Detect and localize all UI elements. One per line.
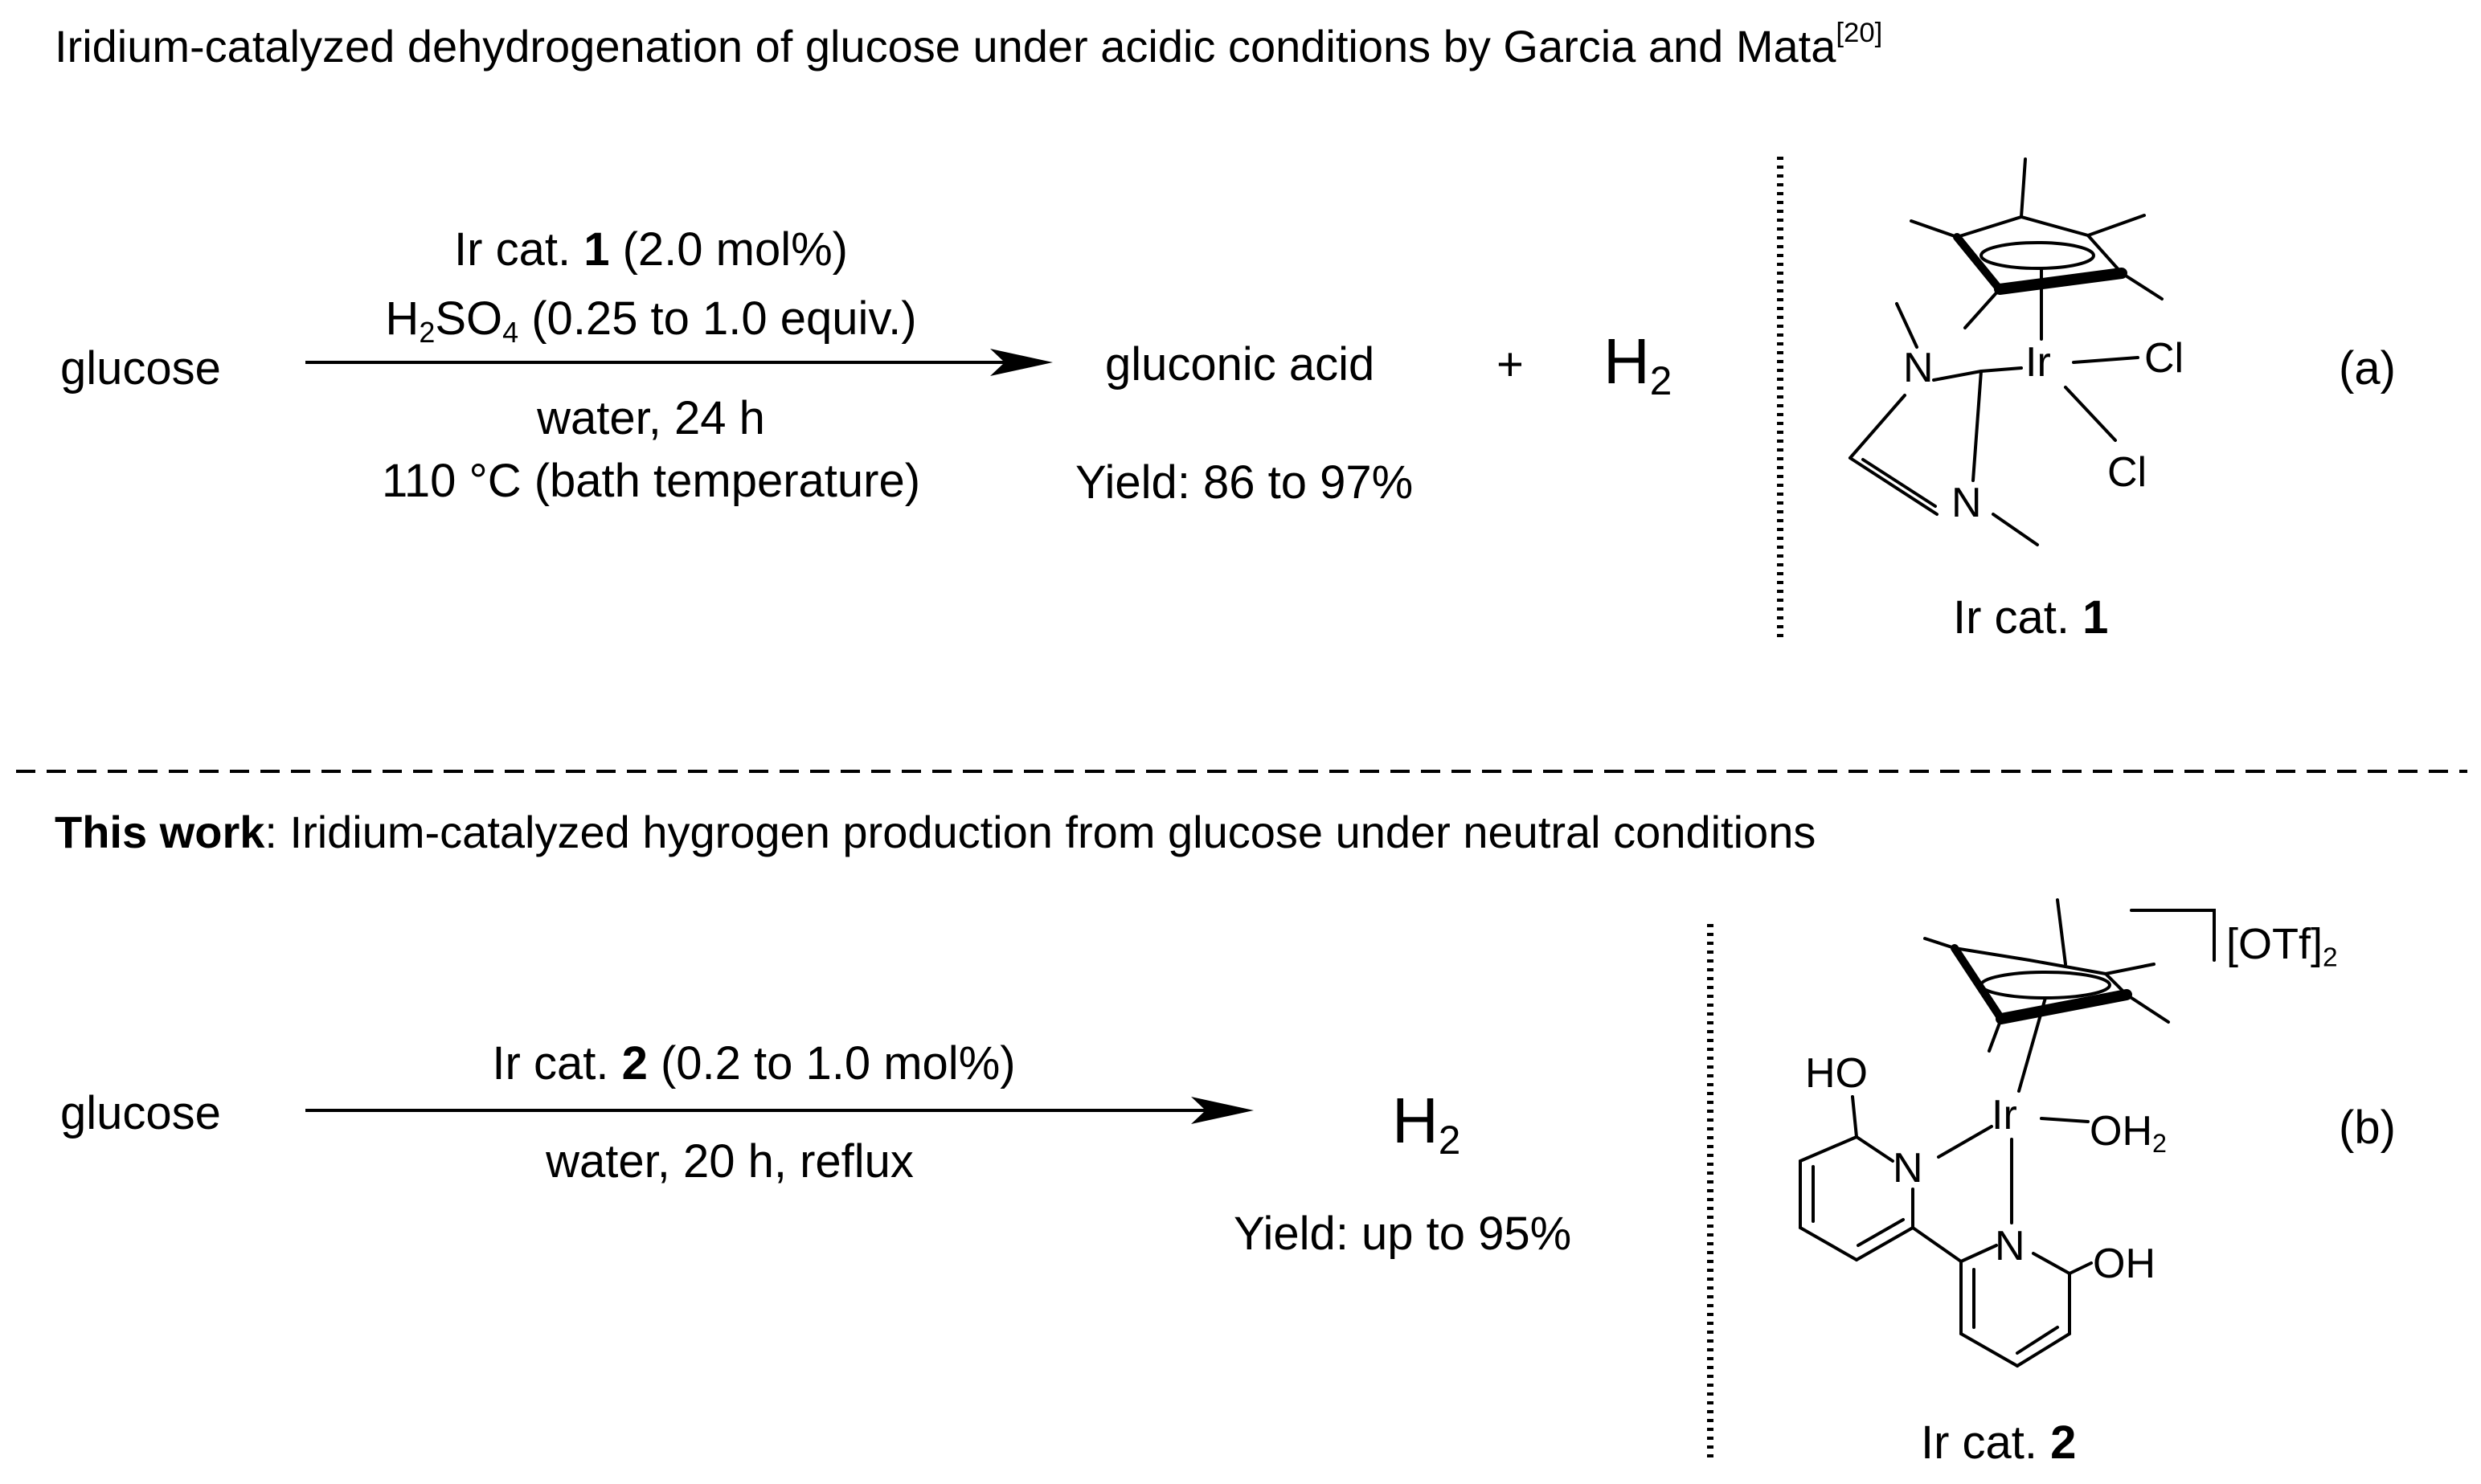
cat2-n-upper: N	[1893, 1145, 1923, 1192]
cat2-methyl-3	[2104, 963, 2156, 975]
cat2-methyl-1	[2056, 898, 2067, 966]
cat2-cp-wedge-front	[1996, 989, 2132, 1024]
cat1-cp-inner-ring	[1979, 241, 2095, 270]
scheme-a-condition-temperature: 110 °C (bath temperature)	[381, 455, 921, 507]
scheme-a-label: (a)	[2339, 342, 2396, 395]
cat2-cp-wedge-left	[1951, 944, 2005, 1023]
cat1-n-methyl-bottom	[1992, 513, 2039, 546]
cat2-hydroxy-top: HO	[1805, 1050, 1868, 1097]
cat1-n-top: N	[1903, 345, 1934, 391]
cat2-aqua-ligand: OH2	[2090, 1108, 2167, 1159]
cat2-pyridine-a-bond-5	[1799, 1226, 1858, 1261]
cat2-pyridine-a-bond-2	[1851, 1095, 1858, 1139]
scheme-b-reaction-arrow	[305, 1097, 1254, 1124]
cat2-cp-ir-bond	[2017, 996, 2047, 1093]
cat2-pyridine-a-bond-3	[1799, 1135, 1858, 1163]
catalyst-number: 1	[583, 223, 610, 276]
cat1-methyl-2	[1910, 219, 1959, 239]
scheme-b-hydrogen: H2	[1392, 1085, 1461, 1163]
cat2-methyl-2	[1923, 937, 1956, 950]
cat1-cp-wedge-front	[1994, 268, 2127, 295]
cat1-iridium: Ir	[2025, 339, 2051, 386]
scheme-a-product: gluconic acid	[1105, 338, 1375, 390]
cat2-cp-inner-ring	[1979, 971, 2111, 1000]
cat2-pyridine-a-bond-1	[1855, 1135, 1894, 1163]
cat1-n-bottom: N	[1951, 480, 1982, 526]
cat2-methyl-4	[2125, 993, 2170, 1024]
scheme-a-yield: Yield: 86 to 97%	[1075, 456, 1414, 509]
scheme-b-reactant: glucose	[60, 1087, 221, 1139]
cat1-ir-cl-bond-2	[2064, 386, 2117, 442]
cat1-nhc-bond-4	[1848, 456, 1939, 516]
cat2-methyl-5	[1988, 1017, 2003, 1053]
scheme-a-condition-solvent: water, 24 h	[537, 392, 765, 444]
cat1-n-methyl-top	[1895, 302, 1918, 349]
cat1-ir-carbene-bond	[1979, 366, 2023, 373]
cat2-pyridine-b-bond-2	[2032, 1252, 2071, 1275]
scheme-a-condition-catalyst: Ir cat. 1 (2.0 mol%)	[454, 223, 848, 276]
cat1-chlorine-bottom: Cl	[2107, 449, 2147, 496]
cat1-methyl-1	[2020, 157, 2027, 219]
scheme-b-yield: Yield: up to 95%	[1234, 1208, 1572, 1260]
cat2-pyridine-b-bond-5	[2016, 1332, 2071, 1367]
reference-marker: [20]	[1836, 18, 1883, 49]
cat2-pyridine-b-bond-1	[1959, 1244, 1998, 1263]
cat1-nhc-bond-2	[1971, 370, 1983, 482]
cat2-counterion-bracket	[2130, 909, 2216, 962]
scheme-b-condition-catalyst: Ir cat. 2 (0.2 to 1.0 mol%)	[492, 1037, 1016, 1089]
cat2-pyridine-a-bond-6	[1855, 1226, 1914, 1261]
scheme-a-reactant: glucose	[60, 342, 221, 395]
scheme-a-header: Iridium-catalyzed dehydrogenation of glu…	[55, 18, 1883, 72]
cat2-pyridine-a-double-2	[1857, 1218, 1905, 1247]
cat1-structure	[1848, 157, 2164, 546]
scheme-a-plus: +	[1496, 338, 1524, 390]
scheme-b-condition-solvent: water, 20 h, reflux	[546, 1135, 914, 1188]
cat1-chlorine-top: Cl	[2144, 335, 2184, 382]
scheme-a-condition-acid: H2SO4 (0.25 to 1.0 equiv.)	[385, 292, 917, 350]
cat1-caption: Ir cat. 1	[1953, 591, 2109, 644]
cat2-caption: Ir cat. 2	[1921, 1417, 2077, 1469]
cat1-nhc-bond-3	[1848, 394, 1906, 460]
scheme-a-hydrogen: H2	[1603, 325, 1672, 403]
cat1-ir-cl-bond-1	[2072, 356, 2139, 364]
cat2-ir-water-bond	[2040, 1117, 2090, 1123]
cat2-pyridine-b-bond-6	[1959, 1332, 2019, 1367]
scheme-b-label: (b)	[2339, 1102, 2396, 1154]
cat2-iridium: Ir	[1992, 1092, 2017, 1139]
cat1-methyl-3	[2086, 214, 2146, 237]
cat2-biaryl-bond	[1911, 1226, 1963, 1263]
cat1-methyl-5	[1963, 288, 2001, 329]
cat2-hydroxy-bottom: OH	[2093, 1241, 2156, 1287]
cat1-nhc-bond-1	[1932, 370, 1983, 382]
cat2-ir-n-upper-bond	[1937, 1125, 1993, 1159]
cat1-nhc-double-bond	[1861, 458, 1937, 508]
cat1-methyl-4	[2120, 272, 2164, 300]
cat2-pyridine-b-bond-3	[2068, 1261, 2093, 1275]
scheme-b-header: This work: Iridium-catalyzed hygrogen pr…	[55, 807, 1816, 857]
catalyst-number: 2	[621, 1037, 648, 1089]
cat2-n-lower: N	[1995, 1223, 2025, 1269]
cat2-pyridine-b-double-1	[2016, 1326, 2059, 1355]
cat1-cp-wedge-left	[1953, 233, 2004, 293]
scheme-a-reaction-arrow	[305, 349, 1053, 376]
cat2-structure	[1799, 898, 2216, 1367]
cat2-counterion: [OTf]2	[2226, 920, 2338, 973]
